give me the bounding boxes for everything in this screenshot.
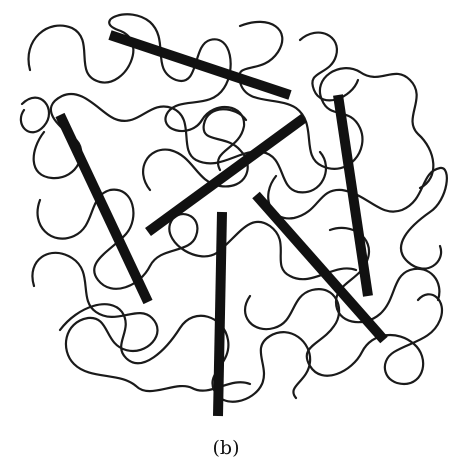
rigid-rod	[218, 212, 222, 416]
rigid-rod	[60, 115, 148, 302]
coil-chain	[143, 109, 248, 190]
coil-chain	[245, 289, 442, 384]
figure-caption: (b)	[213, 437, 240, 459]
coil-chain	[330, 228, 439, 322]
coil-chain	[38, 190, 356, 289]
rigid-rod	[338, 95, 368, 296]
coil-chain	[300, 33, 358, 101]
coil-chain	[21, 98, 49, 133]
coil-chain	[29, 14, 245, 170]
